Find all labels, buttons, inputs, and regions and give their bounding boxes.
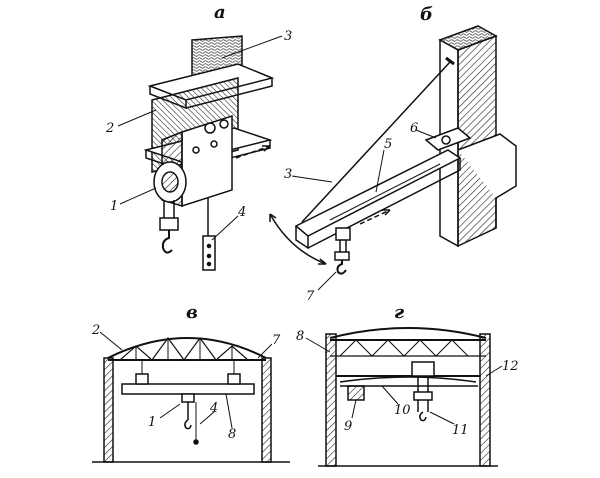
- panel-v-label: в: [186, 302, 198, 323]
- callout-b-3: 3: [284, 167, 292, 182]
- callout-a-4: 4: [237, 205, 246, 220]
- panel-a: [117, 35, 283, 271]
- callout-v-4: 4: [209, 401, 218, 416]
- callout-g-11: 11: [452, 423, 469, 438]
- callout-g-8: 8: [296, 329, 304, 344]
- callout-a-1: 1: [110, 199, 118, 214]
- panel-v: [92, 331, 290, 463]
- callout-b-7: 7: [306, 289, 315, 304]
- callout-a-2: 2: [105, 121, 114, 136]
- callout-v-1: 1: [148, 415, 156, 430]
- callout-v-7: 7: [272, 333, 281, 348]
- callout-g-9: 9: [344, 419, 352, 434]
- callout-v-8: 8: [228, 427, 236, 442]
- panel-g: [305, 327, 503, 467]
- panel-a-label: а: [214, 2, 226, 23]
- callout-a-3: 3: [284, 29, 292, 44]
- callout-g-10: 10: [394, 403, 411, 418]
- panel-g-label: г: [394, 302, 404, 323]
- panel-b-label: б: [420, 4, 433, 25]
- callout-b-5: 5: [384, 137, 392, 152]
- callout-g-12: 12: [502, 359, 519, 374]
- callout-v-2: 2: [91, 323, 100, 338]
- callout-b-6: 6: [410, 121, 418, 136]
- panel-b: [269, 25, 517, 291]
